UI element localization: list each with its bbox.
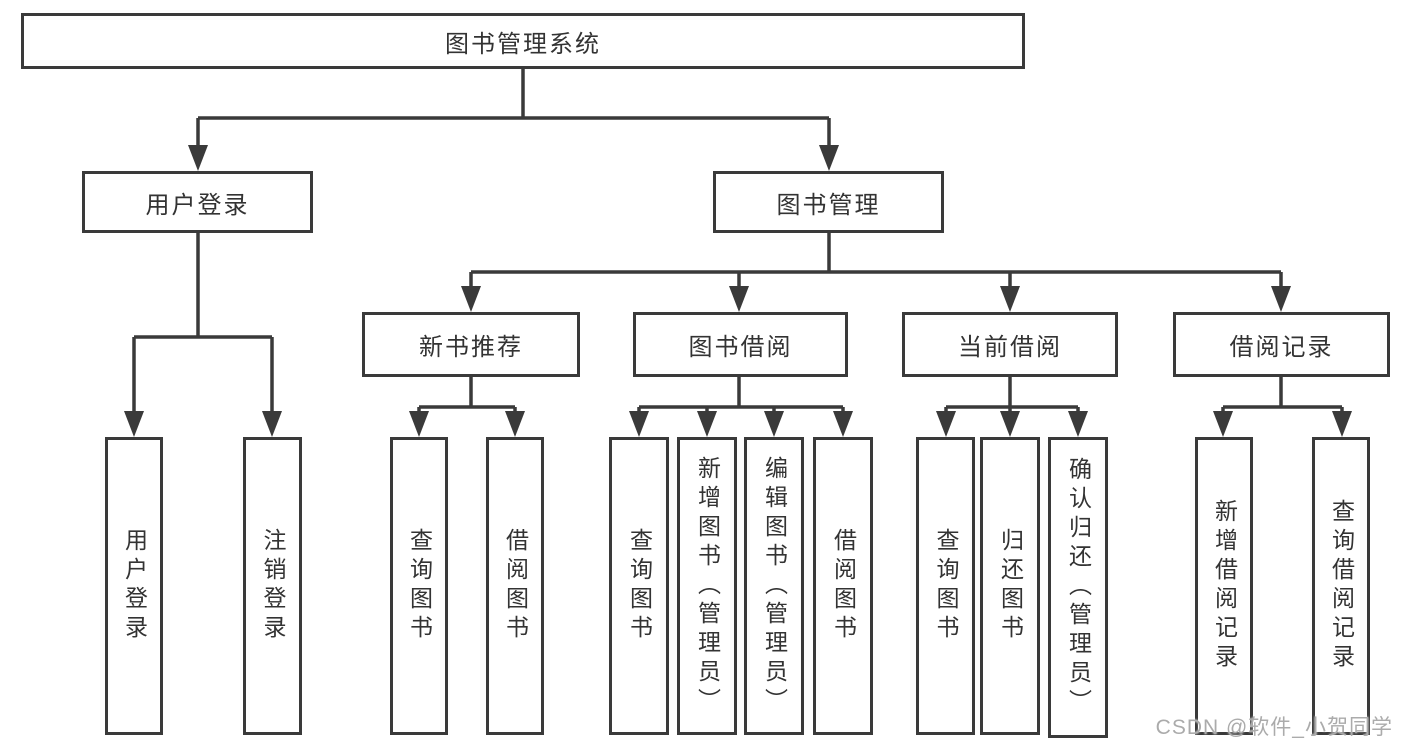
leaf-logout: 注销登录 [243, 437, 302, 735]
leaf-borrow-books-label: 借阅图书 [830, 528, 857, 644]
arrowheads [124, 145, 1352, 437]
node-book-management-label: 图书管理 [776, 191, 881, 219]
node-current-borrow: 当前借阅 [902, 312, 1118, 377]
leaf-add-borrow-record-label: 新增借阅记录 [1211, 499, 1238, 673]
connector-user-login-children [132, 233, 274, 414]
leaf-confirm-return-admin-label: 确认归还（管理员） [1065, 457, 1092, 718]
node-borrow-records-label: 借阅记录 [1229, 334, 1334, 361]
leaf-logout-label: 注销登录 [260, 528, 286, 644]
connector-book-mgmt-children [469, 233, 1283, 289]
leaf-add-book-admin-label: 新增图书（管理员） [694, 455, 721, 717]
leaf-user-login-label: 用户登录 [121, 528, 148, 644]
leaf-borrow-books-recommend: 借阅图书 [486, 437, 544, 735]
node-current-borrow-label: 当前借阅 [958, 334, 1062, 361]
node-library-system-label: 图书管理系统 [445, 30, 601, 58]
node-borrow-records: 借阅记录 [1173, 312, 1390, 377]
leaf-edit-book-admin: 编辑图书（管理员） [744, 437, 804, 735]
leaf-add-borrow-record: 新增借阅记录 [1195, 437, 1253, 735]
leaf-query-books-borrow-label: 查询图书 [626, 528, 653, 644]
connector-current-borrow-children [944, 377, 1080, 414]
leaf-return-book-label: 归还图书 [997, 528, 1024, 644]
leaf-query-books-recommend: 查询图书 [390, 437, 448, 735]
leaf-query-borrow-record: 查询借阅记录 [1312, 437, 1370, 735]
leaf-query-books-current: 查询图书 [916, 437, 975, 735]
connector-book-borrow-children [637, 377, 845, 414]
node-new-book-recommend: 新书推荐 [362, 312, 580, 377]
leaf-borrow-books-recommend-label: 借阅图书 [502, 528, 529, 644]
connector-new-book-children [417, 377, 517, 414]
leaf-query-borrow-record-label: 查询借阅记录 [1328, 499, 1355, 673]
node-library-system: 图书管理系统 [21, 13, 1025, 69]
node-book-borrow-label: 图书借阅 [688, 334, 793, 361]
node-user-login: 用户登录 [82, 171, 313, 233]
leaf-user-login: 用户登录 [105, 437, 163, 735]
node-book-management: 图书管理 [713, 171, 944, 233]
connector-borrow-record-children [1221, 377, 1344, 414]
node-user-login-label: 用户登录 [145, 191, 250, 219]
connector-root-to-level2 [196, 69, 831, 148]
leaf-confirm-return-admin: 确认归还（管理员） [1048, 437, 1108, 738]
leaf-add-book-admin: 新增图书（管理员） [677, 437, 737, 735]
leaf-query-books-borrow: 查询图书 [609, 437, 669, 735]
leaf-return-book: 归还图书 [980, 437, 1040, 735]
node-book-borrow: 图书借阅 [633, 312, 848, 377]
leaf-borrow-books: 借阅图书 [813, 437, 873, 735]
node-new-book-recommend-label: 新书推荐 [419, 334, 523, 361]
csdn-watermark: CSDN @软件_小贺同学 [1155, 716, 1393, 739]
leaf-query-books-recommend-label: 查询图书 [406, 528, 433, 644]
leaf-edit-book-admin-label: 编辑图书（管理员） [761, 455, 788, 717]
leaf-query-books-current-label: 查询图书 [933, 528, 959, 644]
